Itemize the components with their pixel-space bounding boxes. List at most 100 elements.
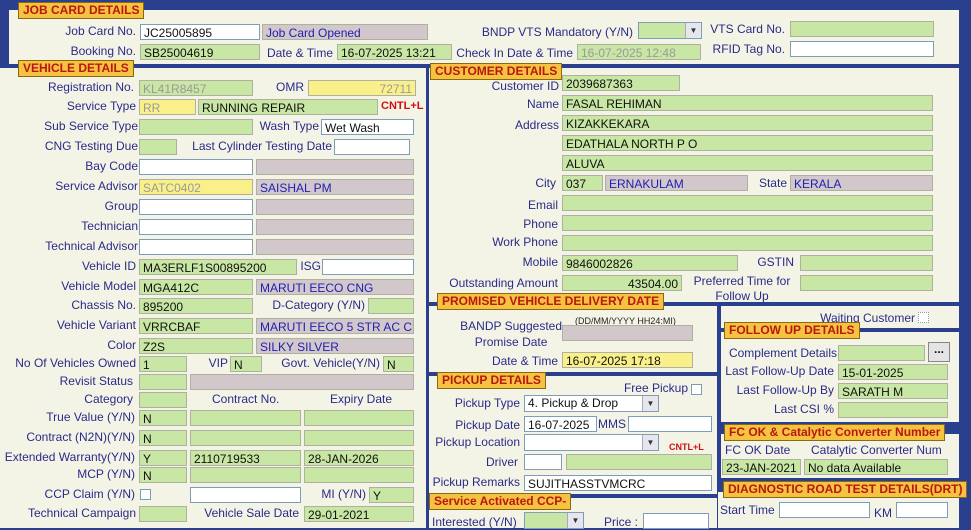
category-label: Category [84, 392, 133, 406]
extended-warranty-field[interactable]: Y [139, 450, 187, 466]
revisit-status-label: Revisit Status [59, 374, 133, 388]
work-phone-label: Work Phone [492, 235, 558, 249]
pickup-date-field[interactable]: 16-07-2025 [524, 416, 597, 432]
true-value-field[interactable]: N [139, 410, 187, 426]
driver-field[interactable] [524, 454, 562, 470]
mcp-field[interactable]: N [139, 467, 187, 483]
last-followup-by-field[interactable]: SARATH M [838, 383, 948, 399]
wash-type-field[interactable]: Wet Wash [321, 119, 414, 135]
promised-title: PROMISED VEHICLE DELIVERY DATE [437, 293, 665, 310]
mi-field[interactable]: Y [369, 487, 414, 503]
outstanding-field[interactable]: 43504.00 [562, 275, 682, 291]
chassis-label: Chassis No. [71, 298, 136, 312]
vehicle-id-field[interactable]: MA3ERLF1S00895200 [139, 259, 297, 275]
registration-field[interactable]: KL41R8457 [139, 80, 253, 96]
chevron-down-icon: ▼ [642, 396, 658, 411]
ccp-price-field[interactable] [643, 513, 709, 529]
bay-code-desc [256, 159, 414, 175]
vehicle-variant-code[interactable]: VRRCBAF [139, 318, 253, 334]
extended-warranty-no[interactable]: 2110719533 [190, 450, 301, 466]
customer-id-field[interactable]: 2039687363 [562, 75, 680, 91]
cng-testing-field[interactable] [139, 139, 177, 155]
drt-title: DIAGNOSTIC ROAD TEST DETAILS(DRT) [723, 481, 968, 498]
gstin-field[interactable] [800, 255, 933, 271]
chevron-down-icon: ▼ [685, 23, 701, 38]
contract-n2n-no[interactable] [190, 430, 301, 446]
booking-no-field[interactable]: SB25004619 [140, 44, 260, 60]
pickup-remarks-field[interactable]: SUJITHASSTVMCRC [524, 475, 712, 491]
technical-advisor-field[interactable] [139, 239, 253, 255]
chassis-field[interactable]: 895200 [139, 298, 253, 314]
revisit-status-code[interactable] [139, 374, 187, 390]
contract-n2n-expiry[interactable] [304, 430, 414, 446]
vip-field[interactable]: N [230, 356, 262, 372]
free-pickup-checkbox[interactable] [691, 384, 702, 395]
complement-field[interactable] [838, 345, 925, 361]
vts-card-field[interactable] [790, 21, 934, 37]
category-field[interactable] [139, 392, 187, 408]
mcp-expiry[interactable] [304, 467, 414, 483]
email-field[interactable] [562, 195, 933, 211]
service-type-code[interactable]: RR [139, 99, 196, 115]
waiting-customer-checkbox[interactable] [918, 312, 929, 323]
mcp-label: MCP (Y/N) [77, 467, 135, 481]
last-followup-date-field[interactable]: 15-01-2025 [838, 364, 948, 380]
vts-card-label: VTS Card No. [710, 22, 785, 36]
govt-vehicle-label: Govt. Vehicle(Y/N) [281, 356, 380, 370]
address-line-1[interactable]: KIZAKKEKARA [562, 115, 933, 131]
rfid-field[interactable] [790, 41, 934, 57]
work-phone-field[interactable] [562, 235, 933, 251]
group-field[interactable] [139, 199, 253, 215]
mobile-field[interactable]: 9846002826 [562, 255, 738, 271]
d-category-field[interactable] [368, 298, 414, 314]
last-csi-field[interactable] [838, 402, 948, 418]
sub-service-field[interactable] [139, 119, 253, 135]
sale-date-field[interactable]: 29-01-2021 [304, 506, 414, 522]
vip-label: VIP [208, 356, 228, 370]
contract-n2n-field[interactable]: N [139, 430, 187, 446]
fc-ok-date-field[interactable]: 23-JAN-2021 [722, 459, 801, 475]
omr-field[interactable]: 72711 [308, 80, 416, 96]
bay-code-field[interactable] [139, 159, 253, 175]
pickup-location-dropdown[interactable]: ▼ [524, 434, 659, 451]
promised-date-time-field[interactable]: 16-07-2025 17:18 [562, 352, 693, 368]
mcp-no[interactable] [190, 467, 301, 483]
catalytic-converter-field[interactable]: No data Available [804, 459, 948, 475]
last-cylinder-field[interactable] [334, 139, 410, 155]
mms-field[interactable] [628, 416, 712, 432]
address-label: Address [514, 118, 559, 132]
vehicle-model-code[interactable]: MGA412C [139, 279, 253, 295]
govt-vehicle-field[interactable]: N [383, 356, 414, 372]
complement-lookup-button[interactable]: ... [928, 342, 950, 362]
ccp-claim-checkbox[interactable] [140, 489, 151, 500]
checkin-field[interactable]: 16-07-2025 12:48 [577, 44, 701, 60]
address-line-2[interactable]: EDATHALA NORTH P O [562, 135, 933, 151]
true-value-contract[interactable] [190, 410, 301, 426]
promised-date-time-label: Date & Time [491, 354, 558, 368]
ccp-claim-field[interactable] [190, 487, 301, 503]
drt-km-field[interactable] [896, 502, 948, 518]
color-code[interactable]: Z2S [139, 338, 253, 354]
job-card-no-field[interactable]: JC25005895 [140, 24, 260, 40]
pref-time-field[interactable] [800, 275, 933, 291]
address-line-3[interactable]: ALUVA [562, 155, 933, 171]
bndp-vts-dropdown[interactable]: ▼ [638, 22, 702, 39]
technical-campaign-field[interactable] [139, 506, 187, 522]
technician-field[interactable] [139, 219, 253, 235]
job-card-no-label: Job Card No. [65, 24, 136, 38]
service-advisor-code[interactable]: SATC0402 [139, 179, 253, 195]
pickup-type-dropdown[interactable]: 4. Pickup & Drop▼ [524, 395, 659, 412]
phone-field[interactable] [562, 215, 933, 231]
city-code[interactable]: 037 [562, 175, 603, 191]
ccp-title: Service Activated CCP- [429, 493, 572, 510]
technician-desc [256, 219, 414, 235]
isg-field[interactable] [322, 259, 414, 275]
true-value-expiry[interactable] [304, 410, 414, 426]
job-date-time-field[interactable]: 16-07-2025 13:21 [337, 44, 452, 60]
ccp-interested-dropdown[interactable]: ▼ [524, 512, 584, 529]
drt-start-time-field[interactable] [779, 502, 870, 518]
extended-warranty-expiry[interactable]: 28-JAN-2026 [304, 450, 414, 466]
complement-label: Complement Details [728, 346, 837, 360]
vehicles-owned-field[interactable]: 1 [139, 356, 187, 372]
customer-name-field[interactable]: FASAL REHIMAN [562, 95, 933, 111]
